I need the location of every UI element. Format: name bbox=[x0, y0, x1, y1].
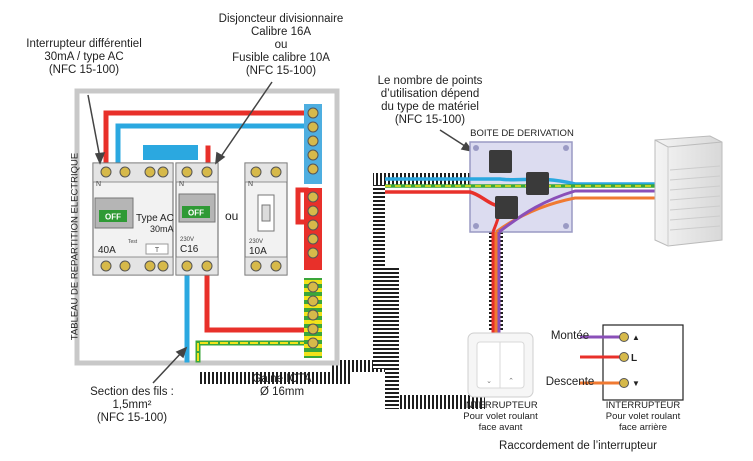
switch-front-caption: INTERRUPTEUR Pour volet roulant face ava… bbox=[463, 400, 538, 433]
roller-shutter-image bbox=[654, 135, 723, 247]
switch-wires bbox=[491, 232, 501, 333]
differential-switch: N OFF Type AC 30mA 40A Test T bbox=[92, 162, 174, 276]
svg-text:OFF: OFF bbox=[188, 209, 204, 218]
svg-text:▲: ▲ bbox=[632, 333, 640, 342]
c16-rating: C16 bbox=[180, 244, 199, 255]
diff-t: T bbox=[155, 247, 160, 254]
annotation-arrows bbox=[87, 81, 474, 384]
panel-title: TABLEAU DE REPARTITION ELECTRIQUE bbox=[69, 152, 81, 341]
wire-section-label: Section des fils : 1,5mm² (NFC 15-100) bbox=[90, 386, 174, 424]
montee-label: Montée bbox=[550, 330, 590, 342]
points-label: Le nombre de points d’utilisation dépend… bbox=[377, 75, 483, 126]
differential-label: Interrupteur différentiel 30mA / type AC… bbox=[26, 38, 142, 76]
switch-front: ⌄ ⌃ bbox=[467, 332, 534, 398]
svg-text:⌄: ⌄ bbox=[486, 378, 492, 385]
svg-text:⌃: ⌃ bbox=[508, 377, 514, 385]
svg-text:230V: 230V bbox=[180, 237, 194, 243]
svg-text:N: N bbox=[248, 181, 253, 188]
terminal-block-neutral bbox=[304, 104, 322, 184]
raccordement-label: Raccordement de l’interrupteur bbox=[499, 440, 657, 452]
breaker-label: Disjoncteur divisionnaire Calibre 16A ou… bbox=[218, 13, 344, 77]
descente-label: Descente bbox=[545, 376, 595, 388]
diff-test: Test bbox=[128, 239, 138, 245]
svg-text:OFF: OFF bbox=[105, 213, 121, 222]
junction-box-label: BOITE DE DERIVATION bbox=[470, 128, 574, 139]
switch-back: ▲ L ▼ bbox=[580, 324, 684, 401]
diff-sens: 30mA bbox=[150, 224, 174, 234]
svg-text:▼: ▼ bbox=[632, 379, 640, 388]
diff-rating: 40A bbox=[98, 245, 116, 256]
icta-label: Gaine ICTA Ø 16mm bbox=[252, 373, 312, 398]
svg-text:N: N bbox=[179, 181, 184, 188]
switch-back-caption: INTERRUPTEUR Pour volet roulant face arr… bbox=[605, 400, 681, 433]
panel-wires bbox=[103, 110, 313, 363]
terminal-l-label: L bbox=[631, 353, 637, 364]
fuse-holder: N 230V 10A bbox=[244, 162, 288, 276]
junction-box bbox=[385, 141, 655, 234]
c16-breaker: N OFF 230V C16 bbox=[175, 162, 219, 276]
fuse-rating: 10A bbox=[249, 246, 267, 257]
svg-text:230V: 230V bbox=[249, 239, 263, 245]
terminal-block-phase bbox=[304, 188, 322, 270]
diff-off-toggle bbox=[99, 210, 127, 222]
or-label: ou bbox=[225, 209, 238, 223]
diff-n-top: N bbox=[96, 181, 101, 188]
comb-busbar bbox=[143, 145, 198, 160]
terminal-block-earth bbox=[304, 278, 322, 358]
diff-type: Type AC bbox=[136, 213, 174, 224]
